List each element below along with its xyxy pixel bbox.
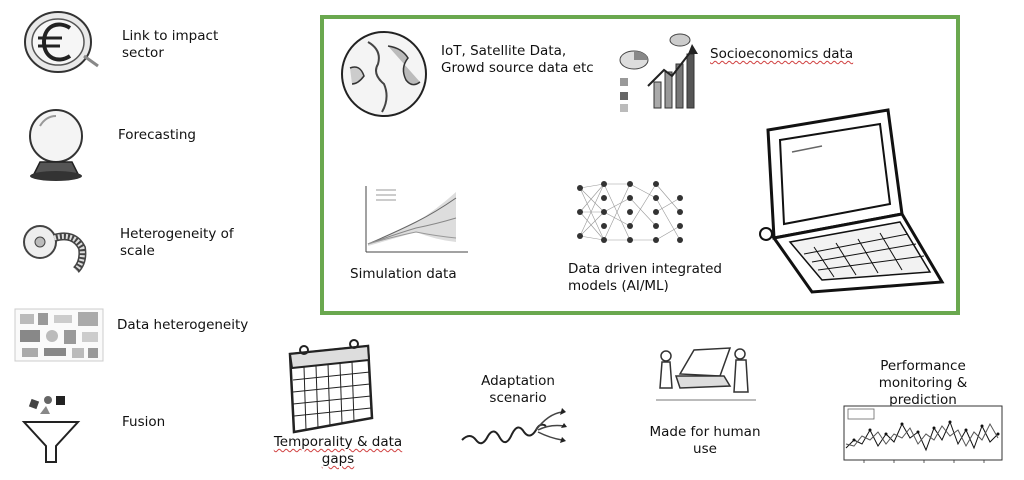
bottom-label-adaptation: Adaptation scenario (481, 373, 555, 406)
globe-icon (341, 31, 427, 117)
left-label-fusion: Fusion (122, 414, 166, 430)
box-label-ai: Data driven integrated models (AI/ML) (568, 261, 723, 294)
euro-coin-icon (24, 11, 99, 73)
measuring-tape-icon (23, 225, 87, 273)
box-label-simulation: Simulation data (350, 266, 457, 282)
left-label-data-heterogeneity: Data heterogeneity (117, 317, 249, 333)
socioeconomics-chart-icon (619, 33, 698, 112)
laptop-icon (759, 108, 945, 294)
calendar-icon (288, 339, 374, 434)
data-collage-icon (14, 308, 104, 362)
left-label-impact: Link to impact sector (122, 28, 219, 61)
left-label-scale: Heterogeneity of scale (120, 226, 234, 259)
box-label-socio: Socioeconomics data (710, 46, 853, 63)
box-label-socio-text: Socioeconomics data (710, 46, 854, 62)
neural-network-icon (577, 181, 683, 243)
left-label-forecasting: Forecasting (118, 127, 197, 143)
timeseries-plot-icon (843, 405, 1003, 463)
box-label-iot-text: IoT, Satellite Data, Growd source data e… (441, 43, 594, 76)
branching-arrows-icon (461, 408, 567, 445)
funnel-icon (21, 396, 81, 463)
crystal-ball-icon (29, 109, 83, 181)
bottom-label-temporality-text: Temporality & data gaps (273, 434, 403, 467)
simulation-plot-icon (356, 182, 472, 260)
box-label-iot: IoT, Satellite Data, Growd source data e… (441, 43, 611, 77)
people-laptop-icon (656, 347, 756, 401)
bottom-label-temporality: Temporality & data gaps (268, 434, 408, 468)
bottom-label-performance: Performance monitoring & prediction (878, 358, 968, 408)
bottom-label-human-use: Made for human use (649, 424, 761, 457)
data-sources-frame (320, 15, 960, 315)
